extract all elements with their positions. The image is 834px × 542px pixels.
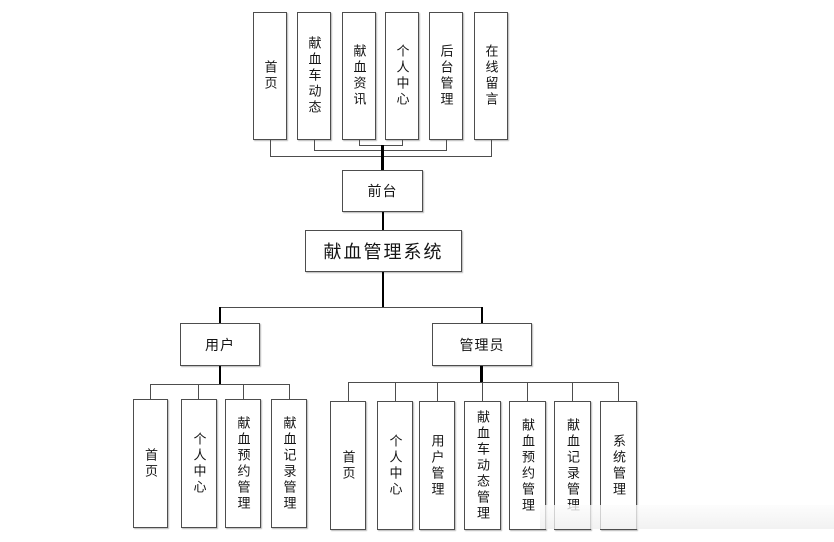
connector — [314, 150, 447, 151]
connector — [402, 140, 403, 146]
node-frontend-blood-info: 献血资讯 — [342, 12, 376, 140]
connector-trunk — [481, 307, 483, 323]
node-label: 首页 — [262, 60, 278, 92]
node-admin-home: 首页 — [330, 401, 366, 530]
connector — [395, 382, 396, 401]
connector — [348, 382, 619, 383]
connector — [150, 384, 151, 399]
node-label: 用户管理 — [429, 433, 445, 498]
node-label: 管理员 — [459, 338, 505, 354]
node-role-admin: 管理员 — [432, 323, 532, 366]
node-label: 献血记录管理 — [281, 415, 297, 512]
connector-trunk — [219, 366, 221, 384]
node-label: 系统管理 — [611, 433, 626, 498]
connector — [314, 140, 315, 151]
node-admin-donation-record-mgmt: 献血记录管理 — [554, 401, 591, 530]
connector — [219, 307, 482, 308]
connector — [437, 382, 438, 401]
node-label: 献血资讯 — [351, 44, 367, 108]
connector — [359, 140, 360, 146]
node-admin-personal-center: 个人中心 — [377, 401, 413, 530]
connector — [446, 140, 447, 151]
node-label: 在线留言 — [483, 44, 499, 108]
node-user-home: 首页 — [133, 399, 168, 528]
connector-trunk — [381, 145, 384, 170]
connector-trunk — [382, 272, 384, 307]
connector — [150, 384, 290, 385]
node-frontend: 前台 — [342, 170, 423, 212]
connector — [348, 382, 349, 401]
node-frontend-blood-van-news: 献血车动态 — [297, 12, 331, 140]
node-role-user: 用户 — [180, 323, 260, 366]
connector — [527, 382, 528, 401]
connector — [198, 384, 199, 399]
node-label: 后台管理 — [438, 44, 454, 108]
node-label: 献血车动态管理 — [475, 409, 490, 522]
node-user-personal-center: 个人中心 — [181, 399, 217, 528]
node-admin-user-mgmt: 用户管理 — [419, 401, 455, 530]
node-admin-donation-appointment-mgmt: 献血预约管理 — [509, 401, 546, 530]
node-label: 献血车动态 — [306, 36, 322, 116]
node-label: 个人中心 — [394, 44, 410, 108]
connector — [243, 384, 244, 399]
node-label: 首页 — [340, 449, 356, 482]
connector — [572, 382, 573, 401]
node-label: 献血记录管理 — [565, 417, 580, 514]
connector — [491, 140, 492, 157]
node-frontend-home: 首页 — [253, 12, 287, 140]
node-user-donation-record-mgmt: 献血记录管理 — [271, 399, 307, 528]
node-frontend-online-message: 在线留言 — [474, 12, 508, 140]
connector-trunk — [219, 307, 221, 323]
node-label: 个人中心 — [191, 431, 207, 496]
node-label: 献血预约管理 — [235, 415, 251, 512]
root-title: 献血管理系统 — [323, 242, 444, 262]
connector-trunk — [480, 366, 483, 382]
node-label: 个人中心 — [387, 433, 403, 498]
node-root-system: 献血管理系统 — [305, 230, 462, 272]
node-user-donation-appointment-mgmt: 献血预约管理 — [225, 399, 261, 528]
connector — [482, 382, 483, 401]
connector — [618, 382, 619, 401]
connector — [270, 140, 271, 157]
node-label: 用户 — [205, 338, 235, 354]
connector-trunk — [382, 212, 384, 230]
node-frontend-personal-center: 个人中心 — [385, 12, 419, 140]
node-frontend-backstage: 后台管理 — [429, 12, 463, 140]
node-admin-system-mgmt: 系统管理 — [600, 401, 637, 530]
connector — [289, 384, 290, 399]
node-label: 前台 — [367, 185, 398, 200]
node-label: 首页 — [143, 447, 158, 480]
node-admin-blood-van-news-mgmt: 献血车动态管理 — [464, 401, 501, 530]
node-label: 献血预约管理 — [520, 417, 535, 514]
